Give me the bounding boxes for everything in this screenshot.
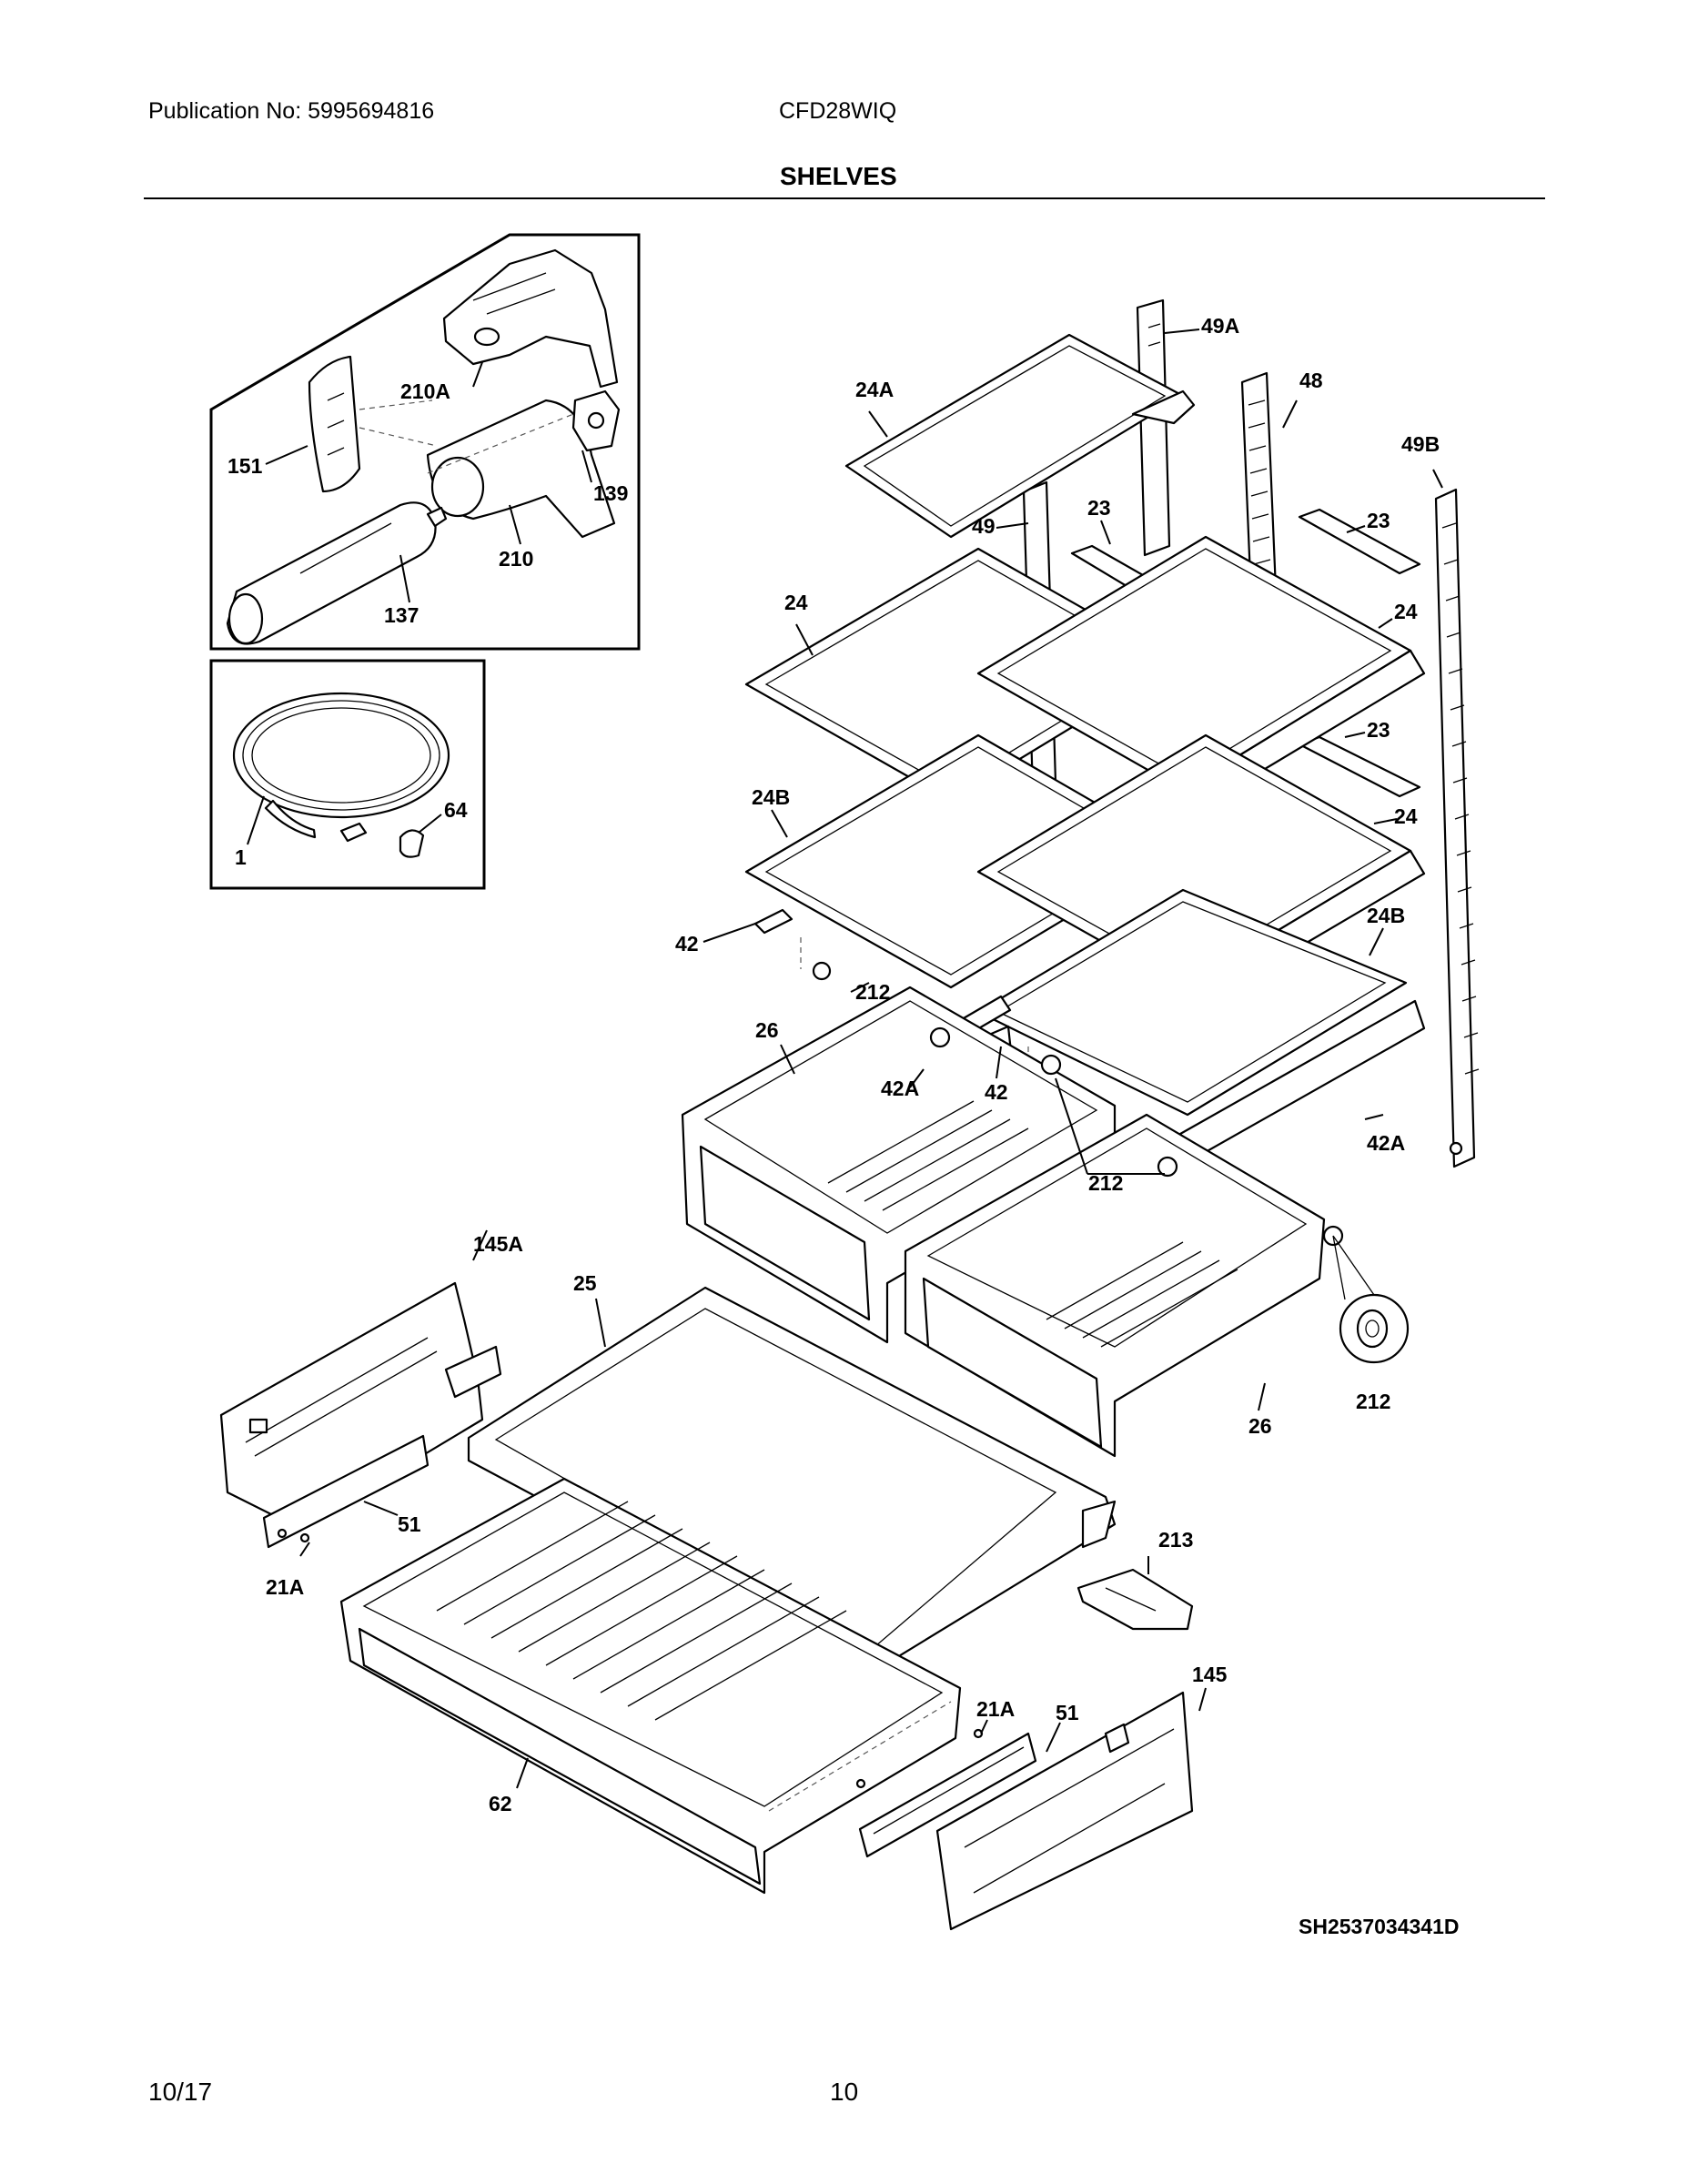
filter-head-knob bbox=[473, 327, 500, 347]
section-title: SHELVES bbox=[780, 162, 897, 190]
label-137: 137 bbox=[384, 603, 419, 627]
clip-213 bbox=[1076, 1568, 1194, 1631]
label-24B-a: 24B bbox=[752, 785, 790, 809]
support-23-b bbox=[1298, 508, 1421, 575]
slide-51-left bbox=[262, 1434, 430, 1549]
label-26-b: 26 bbox=[1248, 1414, 1272, 1438]
slide-51-right bbox=[858, 1732, 1037, 1858]
label-23-b: 23 bbox=[1367, 509, 1390, 532]
support-23-c bbox=[1298, 735, 1421, 798]
rail-49B bbox=[1434, 488, 1476, 1168]
crisper-drawers bbox=[681, 961, 1410, 1458]
label-49B: 49B bbox=[1401, 432, 1440, 456]
rail-49A bbox=[1136, 298, 1171, 557]
filter-cartridge-end bbox=[227, 592, 264, 645]
roller-212-d bbox=[1157, 1156, 1178, 1178]
shelf-24A bbox=[844, 333, 1185, 539]
pantry-assembly bbox=[339, 1286, 1117, 1895]
label-49: 49 bbox=[972, 514, 996, 538]
label-145: 145 bbox=[1192, 1663, 1228, 1686]
water-line-coil bbox=[232, 692, 450, 819]
label-21A-b: 21A bbox=[976, 1697, 1015, 1721]
label-21A-a: 21A bbox=[266, 1575, 304, 1599]
water-line-fitting bbox=[339, 822, 368, 843]
label-212-a: 212 bbox=[855, 980, 890, 1004]
screw-21A-right bbox=[973, 1728, 984, 1739]
model-number: CFD28WIQ bbox=[779, 98, 897, 124]
footer-date: 10/17 bbox=[148, 2078, 213, 2106]
filter-assembly-inset bbox=[209, 233, 641, 651]
pantry-side-supports bbox=[219, 1281, 1194, 1931]
drawing-code: SH2537034341D bbox=[1299, 1915, 1459, 1938]
label-24A: 24A bbox=[855, 378, 894, 401]
label-42A-b: 42A bbox=[1367, 1131, 1405, 1155]
page-number: 10 bbox=[830, 2078, 859, 2106]
publication-number: Publication No: 5995694816 bbox=[148, 98, 435, 124]
label-49A: 49A bbox=[1201, 314, 1239, 338]
label-26-a: 26 bbox=[755, 1018, 779, 1042]
label-24-c: 24 bbox=[1394, 804, 1418, 828]
leader-lines bbox=[299, 329, 1443, 1789]
label-24-a: 24 bbox=[784, 591, 808, 614]
filter-inset-frame bbox=[209, 233, 641, 651]
label-1: 1 bbox=[235, 845, 247, 869]
label-151: 151 bbox=[227, 454, 263, 478]
label-210A: 210A bbox=[400, 379, 450, 403]
roller-212-c bbox=[1040, 1054, 1062, 1076]
filter-housing-opening bbox=[430, 456, 485, 518]
header-rule bbox=[144, 197, 1545, 199]
label-25: 25 bbox=[573, 1271, 597, 1295]
label-23-c: 23 bbox=[1367, 718, 1390, 742]
label-64: 64 bbox=[444, 798, 468, 822]
water-line-inset bbox=[209, 659, 486, 890]
label-139: 139 bbox=[593, 481, 628, 505]
pantry-support-145 bbox=[935, 1691, 1194, 1931]
roller-212-b bbox=[929, 1026, 951, 1048]
label-23-a: 23 bbox=[1087, 496, 1111, 520]
label-212-b: 212 bbox=[1088, 1171, 1123, 1195]
filter-head-cover bbox=[442, 248, 619, 389]
label-213: 213 bbox=[1158, 1528, 1193, 1552]
screw-21A-left bbox=[299, 1532, 310, 1543]
pantry-cover-25 bbox=[467, 1286, 1117, 1676]
water-line-end bbox=[264, 799, 317, 839]
water-line-clip-64 bbox=[399, 829, 425, 858]
glass-shelves bbox=[744, 333, 1426, 1167]
label-48: 48 bbox=[1299, 369, 1323, 392]
bracket-42-left bbox=[753, 908, 793, 935]
label-24B-b: 24B bbox=[1367, 904, 1405, 927]
label-24-b: 24 bbox=[1394, 600, 1418, 623]
label-42-b: 42 bbox=[985, 1080, 1008, 1104]
roller-212-a bbox=[812, 961, 832, 981]
label-51-b: 51 bbox=[1056, 1701, 1079, 1724]
shelf-24B-right bbox=[976, 888, 1408, 1117]
label-51-a: 51 bbox=[398, 1512, 421, 1536]
label-42-a: 42 bbox=[675, 932, 699, 956]
label-210: 210 bbox=[499, 547, 533, 571]
label-145A: 145A bbox=[473, 1232, 523, 1256]
part-number-labels: 210A 151 139 210 137 1 64 49A 24A 48 49B… bbox=[227, 314, 1440, 1815]
label-212-c: 212 bbox=[1356, 1390, 1390, 1413]
label-62: 62 bbox=[489, 1792, 512, 1815]
water-line-inset-frame bbox=[209, 659, 486, 890]
label-42A-a: 42A bbox=[881, 1077, 919, 1100]
filter-cartridge-137 bbox=[226, 501, 437, 645]
